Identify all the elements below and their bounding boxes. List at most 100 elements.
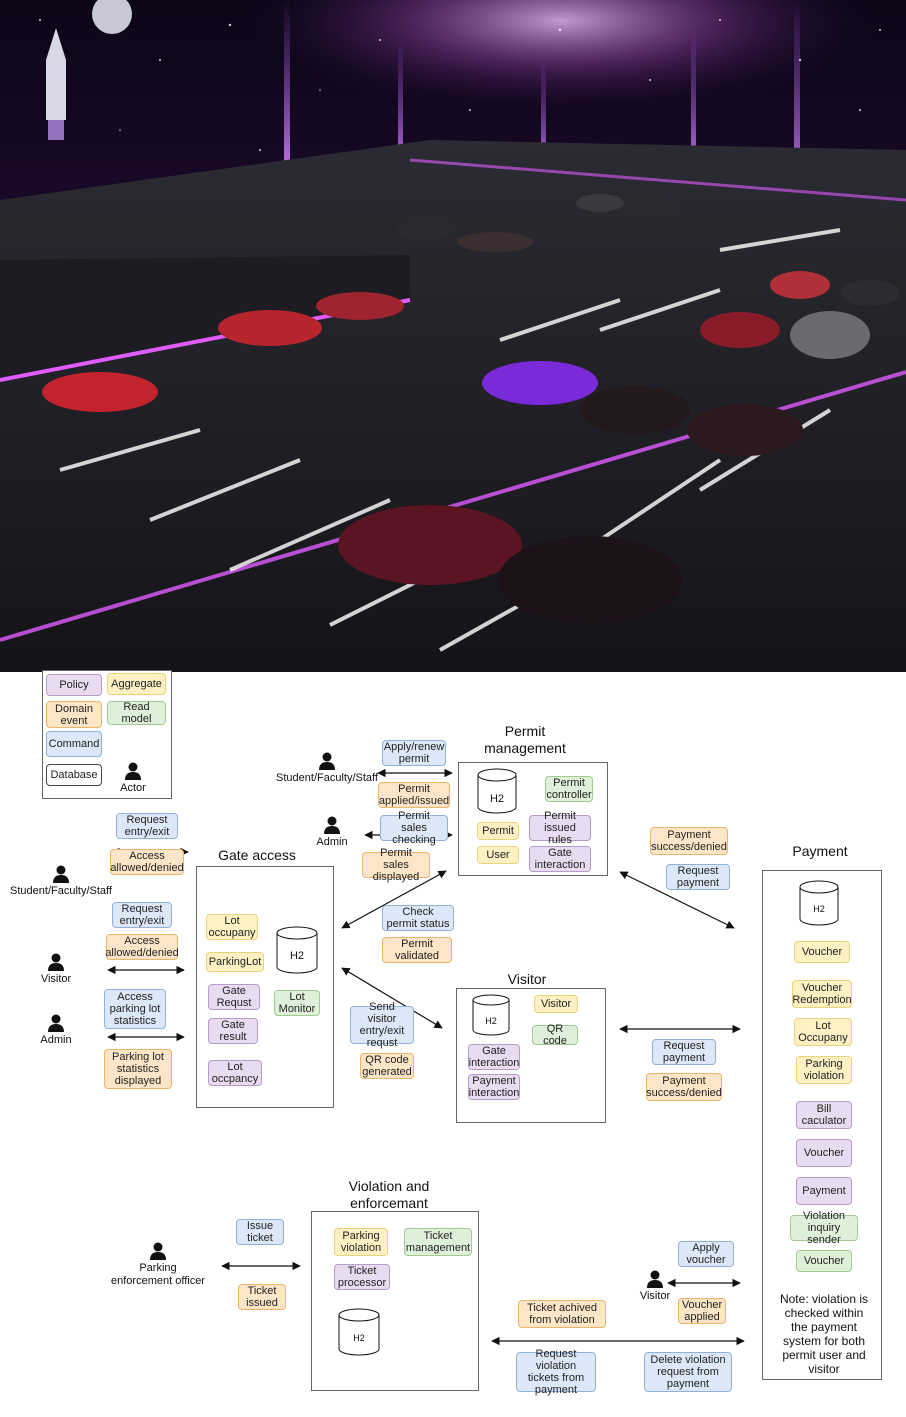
- legend-read-model: Read model: [107, 701, 166, 725]
- payment-voucher-1: Voucher: [794, 941, 850, 963]
- person-icon: [319, 752, 335, 770]
- parking-enforcement-officer: Parking enforcement officer: [108, 1242, 208, 1288]
- permit-issued-rules: Permit issued rules: [529, 810, 591, 846]
- visitor-request-payment: Request payment: [652, 1039, 716, 1065]
- permit-user: User: [477, 846, 519, 864]
- permit-db-label: H2: [489, 793, 505, 805]
- access-allowed-denied-2: Access allowed/denied: [105, 934, 179, 960]
- database-icon: [477, 768, 517, 814]
- payment-voucher-redemption: Voucher Redemption: [792, 980, 852, 1008]
- violation-parking-violation: Parking violation: [334, 1228, 388, 1256]
- gate-lot-occpancy: Lot occpancy: [208, 1060, 262, 1086]
- payment-bill-caculator: Bill caculator: [796, 1101, 852, 1129]
- check-permit-status: Check permit status: [382, 905, 454, 931]
- person-icon: [150, 1242, 166, 1260]
- send-visitor-entry-exit: Send visitor entry/exit requst: [350, 1001, 414, 1049]
- permit-payment-success: Payment success/denied: [650, 827, 728, 855]
- request-entry-exit-2: Request entry/exit: [112, 902, 172, 928]
- visitor-payment-success: Payment success/denied: [646, 1073, 722, 1101]
- violation-actor-visitor: Visitor: [636, 1270, 674, 1303]
- payment-payment: Payment: [796, 1177, 852, 1205]
- database-icon: [472, 994, 510, 1036]
- permit-applied-issued: Permit applied/issued: [378, 782, 450, 808]
- permit-sales-checking: Permit sales checking: [380, 810, 448, 846]
- payment-db-label: H2: [813, 904, 825, 914]
- visitor-payment-interaction: Payment interaction: [468, 1074, 520, 1100]
- visitor-aggregate: Visitor: [534, 995, 578, 1013]
- gate-actor-visitor: Visitor: [36, 953, 76, 986]
- visitor-gate-interaction: Gate interaction: [468, 1044, 520, 1070]
- access-parking-lot-statistics: Access parking lot statistics: [104, 989, 166, 1029]
- gate-actor-admin-label: Admin: [40, 1034, 72, 1046]
- event-storming-diagram: Policy Aggregate Domain event Read model…: [0, 670, 906, 1417]
- violation-db-label: H2: [353, 1333, 365, 1343]
- violation-title: Violation and enforcemant: [348, 1178, 430, 1211]
- payment-note: Note: violation is checked within the pa…: [779, 1292, 869, 1376]
- ticket-achived-from-violation: Ticket achived from violation: [518, 1300, 606, 1328]
- legend-command: Command: [46, 731, 102, 757]
- apply-voucher: Apply voucher: [678, 1241, 734, 1267]
- gate-parkinglot: ParkingLot: [206, 952, 264, 972]
- payment-parking-violation: Parking violation: [796, 1056, 852, 1084]
- database-icon: [276, 926, 318, 974]
- gate-actor-admin: Admin: [38, 1014, 74, 1047]
- issue-ticket: Issue ticket: [236, 1219, 284, 1245]
- visitor-title: Visitor: [507, 971, 547, 987]
- violation-actor-visitor-label: Visitor: [639, 1290, 671, 1302]
- legend-database: Database: [46, 764, 102, 786]
- parking-lot-illustration: [0, 0, 906, 672]
- officer-label: Parking enforcement officer: [111, 1262, 205, 1287]
- violation-ticket-management: Ticket management: [404, 1228, 472, 1256]
- gate-db-label: H2: [289, 950, 305, 962]
- voucher-applied: Voucher applied: [678, 1298, 726, 1324]
- request-entry-exit-1: Request entry/exit: [116, 813, 178, 839]
- gate-actor-sfs-label: Student/Faculty/Staff: [10, 885, 112, 897]
- legend-domain-event: Domain event: [46, 701, 102, 728]
- permit-controller: Permit controller: [545, 776, 593, 802]
- payment-title: Payment: [792, 843, 848, 859]
- person-icon: [48, 1014, 64, 1032]
- violation-db: H2: [338, 1308, 380, 1356]
- payment-db: H2: [799, 880, 839, 926]
- violation-ticket-processor: Ticket processor: [334, 1264, 390, 1290]
- visitor-db-label: H2: [485, 1016, 497, 1026]
- permit-actor-sfs-label: Student/Faculty/Staff: [276, 772, 378, 784]
- person-icon: [125, 762, 141, 780]
- request-violation-tickets: Request violation tickets from payment: [516, 1348, 596, 1396]
- legend-actor-label: Actor: [120, 782, 146, 794]
- permit-db: H2: [477, 768, 517, 814]
- parking-lot-statistics-displayed: Parking lot statistics displayed: [104, 1049, 172, 1089]
- ticket-issued: Ticket issued: [238, 1284, 286, 1310]
- person-icon: [324, 816, 340, 834]
- permit-actor-admin: Admin: [315, 816, 349, 849]
- payment-violation-inquiry-sender: Violation inquiry sender: [790, 1210, 858, 1246]
- gate-actor-sfs: Student/Faculty/Staff: [8, 865, 114, 898]
- person-icon: [647, 1270, 663, 1288]
- gate-actor-visitor-label: Visitor: [40, 973, 72, 985]
- visitor-qr-code: QR code: [532, 1023, 578, 1047]
- legend-aggregate: Aggregate: [107, 673, 166, 695]
- apply-renew-permit: Apply/renew permit: [382, 740, 446, 766]
- payment-lot-occupancy: Lot Occupany: [794, 1018, 852, 1046]
- qr-code-generated: QR code generated: [360, 1053, 414, 1079]
- permit-actor-sfs: Student/Faculty/Staff: [272, 752, 382, 785]
- permit-actor-admin-label: Admin: [316, 836, 348, 848]
- gate-title: Gate access: [218, 847, 296, 863]
- gate-db: H2: [276, 926, 318, 974]
- legend-actor: Actor: [114, 762, 152, 795]
- person-icon: [53, 865, 69, 883]
- permit-request-payment: Request payment: [666, 864, 730, 890]
- delete-violation-request: Delete violation request from payment: [644, 1352, 732, 1392]
- permit-title: Permit management: [484, 723, 566, 756]
- permit-gate-interaction: Gate interaction: [529, 846, 591, 872]
- gate-result: Gate result: [208, 1018, 258, 1044]
- permit-validated: Permit validated: [382, 937, 452, 963]
- permit-sales-displayed: Permit sales displayed: [362, 847, 430, 883]
- database-icon: [338, 1308, 380, 1356]
- person-icon: [48, 953, 64, 971]
- database-icon: [799, 880, 839, 926]
- permit-aggregate: Permit: [477, 822, 519, 840]
- payment-voucher-3: Voucher: [796, 1250, 852, 1272]
- gate-request: Gate Requst: [208, 984, 260, 1010]
- legend-policy: Policy: [46, 674, 102, 696]
